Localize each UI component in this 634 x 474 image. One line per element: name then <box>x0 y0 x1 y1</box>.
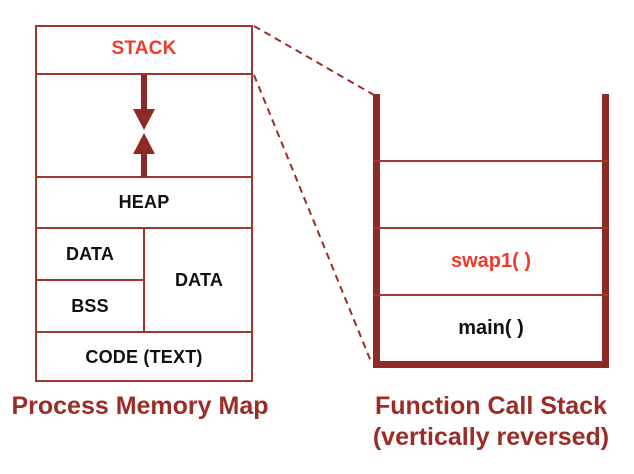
segment-label-data-left: DATA <box>65 244 115 264</box>
call-stack-bottom-wall <box>373 361 609 368</box>
call-stack-shelf-1 <box>373 160 609 162</box>
segment-label-stack: STACK <box>111 38 177 59</box>
call-stack-title-line2: (vertically reversed) <box>372 423 610 451</box>
segment-label-bss: BSS <box>71 296 109 316</box>
call-stack-left-wall <box>373 94 380 368</box>
call-stack-shelf-3 <box>373 294 609 296</box>
memory-map-title: Process Memory Map <box>11 392 269 420</box>
connector-line-bottom <box>253 74 373 365</box>
divider-heap-top <box>35 176 253 178</box>
segment-label-heap: HEAP <box>118 192 170 212</box>
stack-frame-swap1: swap1( ) <box>450 250 532 272</box>
connector-line-top <box>253 25 375 96</box>
segment-label-data-right: DATA <box>174 270 224 290</box>
call-stack-shelf-2 <box>373 227 609 229</box>
divider-stack-bottom <box>35 73 253 75</box>
divider-data-bss <box>35 279 145 281</box>
memory-map-outline <box>35 25 253 382</box>
call-stack-right-wall <box>602 94 609 368</box>
call-stack-title-line1: Function Call Stack <box>375 392 607 420</box>
segment-label-code: CODE (TEXT) <box>85 347 203 367</box>
divider-data-column <box>143 227 145 333</box>
stack-frame-main: main( ) <box>458 317 524 339</box>
